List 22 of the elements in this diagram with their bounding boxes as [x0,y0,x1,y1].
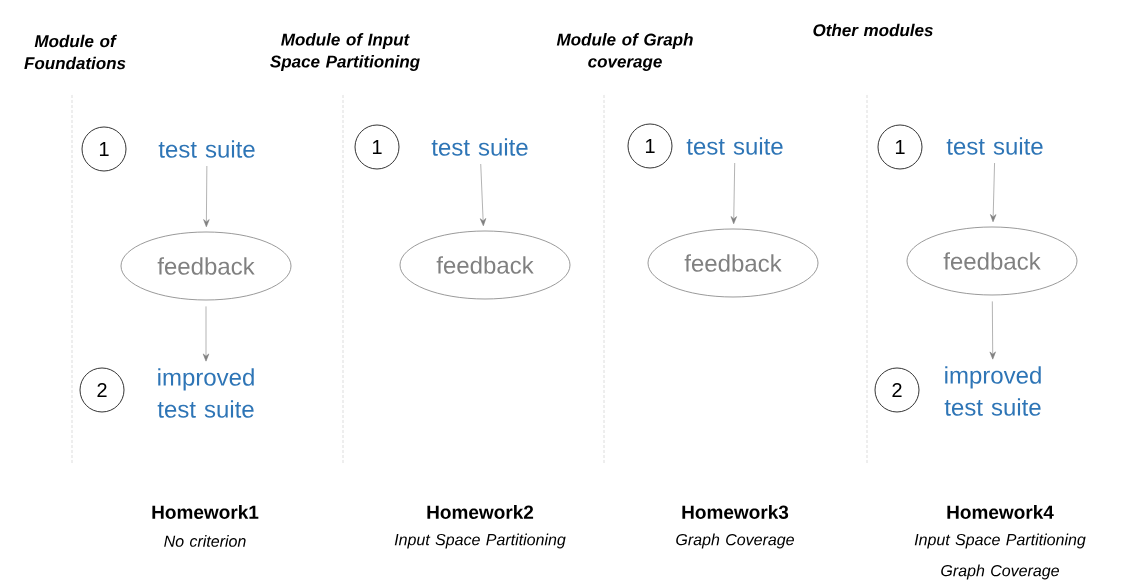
output-text: test suite [158,140,255,158]
criterion-text: Input Space Partitioning [394,533,566,549]
homework-title: Homework1 [152,505,259,519]
output-text: test suite [431,138,528,156]
arrow [202,306,210,362]
output-text: test suite [946,137,1043,155]
output-text: improved test suite [944,366,1041,416]
criterion-text: Input Space Partitioning [914,533,1086,549]
output-text: improved test suite [157,368,254,418]
arrow [203,165,210,228]
criterion-text: Graph Coverage [941,564,1059,580]
arrow [730,162,737,225]
homework-title: Homework2 [427,505,534,519]
criterion-text: Graph Coverage [676,533,794,549]
arrow [479,163,487,227]
arrow [990,162,997,223]
module-heading: Other modules [813,23,933,37]
criterion-text: No criterion [164,535,246,547]
homework-title: Homework3 [682,505,789,519]
arrow [989,301,996,360]
homework-title: Homework4 [947,505,1054,519]
output-text: test suite [686,137,783,155]
